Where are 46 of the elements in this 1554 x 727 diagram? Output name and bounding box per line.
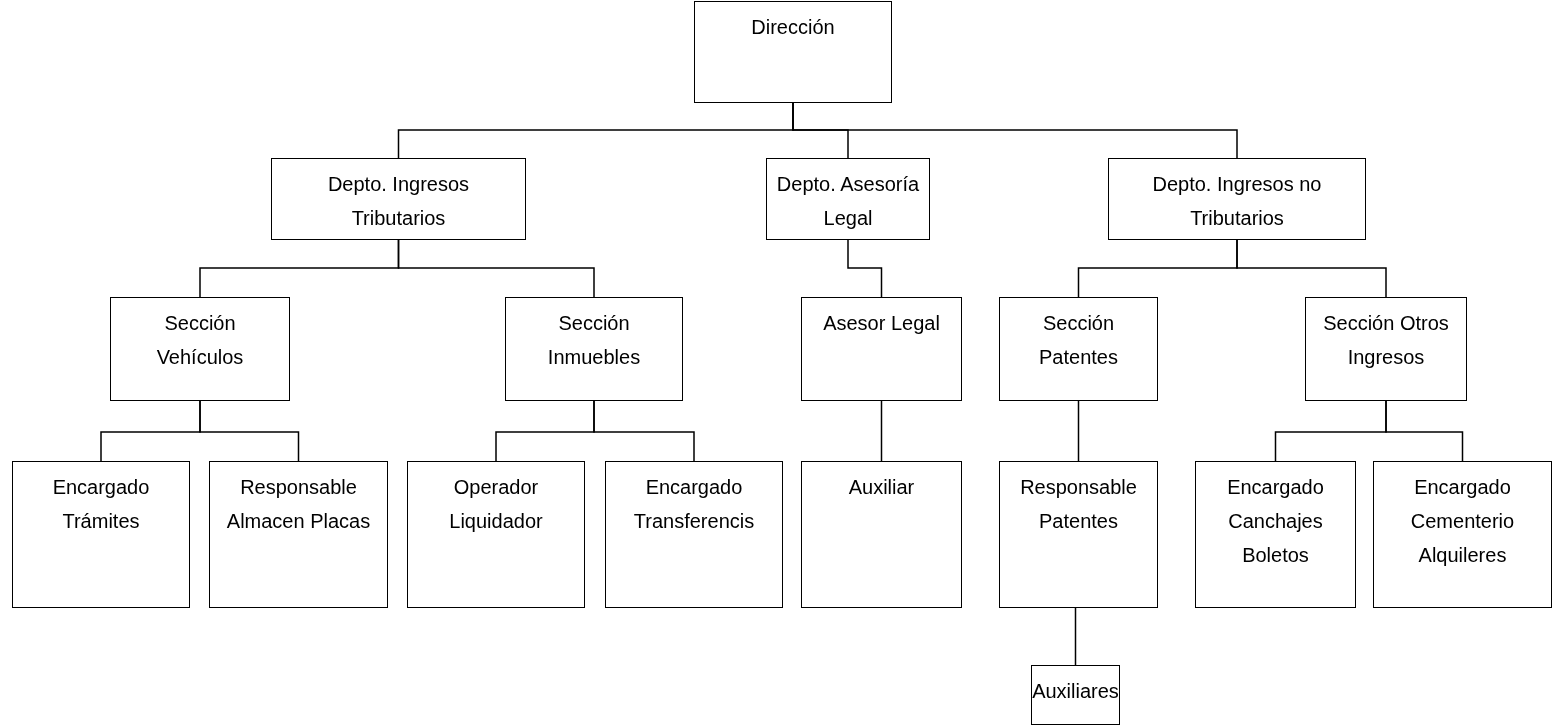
box-label: Depto. Ingresos no Tributarios	[1151, 172, 1323, 231]
connector-line	[199, 400, 300, 462]
org-box	[801, 461, 962, 608]
box-label: Encargado Canchajes Boletos	[1226, 475, 1325, 568]
box-label: Sección Otros Ingresos	[1322, 311, 1450, 370]
org-box	[1031, 665, 1120, 725]
org-box	[801, 297, 962, 401]
org-box	[999, 461, 1158, 608]
connector-line	[1074, 607, 1077, 666]
org-box	[605, 461, 783, 608]
box-label: Sección Vehículos	[155, 311, 245, 370]
org-box	[407, 461, 585, 608]
connector-line	[593, 400, 695, 462]
box-label: Auxiliar	[848, 475, 915, 500]
box-label: Asesor Legal	[823, 311, 940, 336]
org-box	[694, 1, 892, 103]
org-box	[1195, 461, 1356, 608]
box-label: Encargado Cementerio Alquileres	[1409, 475, 1516, 568]
connector-line	[1385, 400, 1464, 462]
connector-line	[792, 102, 1238, 159]
org-box	[1373, 461, 1552, 608]
org-box	[1108, 158, 1366, 240]
org-box	[12, 461, 190, 608]
org-box	[1305, 297, 1467, 401]
org-box	[766, 158, 930, 240]
org-box	[505, 297, 683, 401]
box-label: Depto. Ingresos Tributarios	[326, 172, 471, 231]
box-label: Sección Inmuebles	[546, 311, 642, 370]
box-label: Operador Liquidador	[448, 475, 544, 534]
org-box	[110, 297, 290, 401]
connector-line	[1236, 239, 1387, 298]
box-label: Responsable Patentes	[1019, 475, 1138, 534]
connector-line	[397, 239, 595, 298]
box-label: Depto. Asesoría Legal	[775, 172, 921, 231]
connector-line	[880, 400, 883, 462]
box-label: Encargado Trámites	[51, 475, 151, 534]
box-label: Sección Patentes	[1038, 311, 1119, 370]
box-label: Encargado Transferencis	[632, 475, 756, 534]
box-label: Responsable Almacen Placas	[225, 475, 372, 534]
box-label: Auxiliares	[1032, 679, 1119, 704]
org-box	[209, 461, 388, 608]
org-box	[271, 158, 526, 240]
org-box	[999, 297, 1158, 401]
box-label: Dirección	[751, 15, 835, 40]
connector-line	[1077, 400, 1080, 462]
connector-line	[847, 239, 883, 298]
